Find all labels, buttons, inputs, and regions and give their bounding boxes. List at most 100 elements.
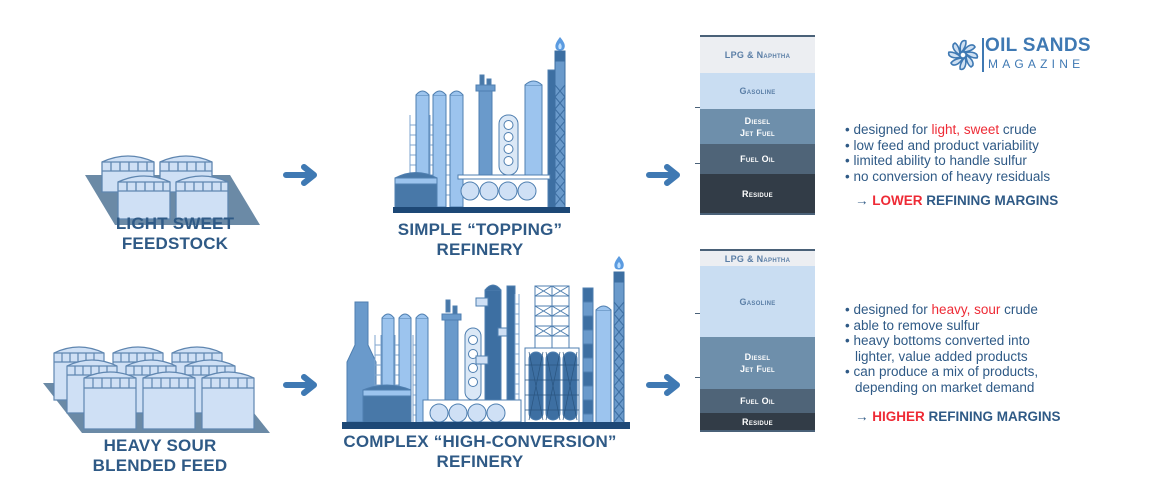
product-band-fuel-oil: Fuel Oil xyxy=(700,389,815,413)
storage-tanks-9-icon xyxy=(43,346,270,433)
product-band-label-line: LPG & Naphtha xyxy=(724,50,791,60)
refinery-label-line: REFINERY xyxy=(436,240,524,259)
product-band-label-line: Diesel xyxy=(744,115,771,126)
logo-divider xyxy=(982,38,984,72)
feature-text: low feed and product variability xyxy=(853,137,1039,153)
feature-text: can produce a mix of products, xyxy=(853,364,1039,379)
product-band-lpg-naphtha: LPG & Naphtha xyxy=(700,251,815,266)
right-arrow-icon xyxy=(283,374,317,396)
refinery-label-line: REFINERY xyxy=(436,452,524,471)
bullet-dot-icon: • xyxy=(845,168,854,184)
right-arrow-icon xyxy=(646,164,680,186)
bullet-dot-icon: • xyxy=(845,317,854,333)
product-band-label: Gasoline xyxy=(739,296,775,308)
product-band-label-line: Jet Fuel xyxy=(739,127,776,138)
right-arrow-icon xyxy=(646,374,680,396)
bullet-dot-icon: • xyxy=(845,137,854,153)
feature-highlight: light, sweet xyxy=(931,122,1000,137)
product-band-label-line: Residue xyxy=(742,188,773,199)
scale-tick xyxy=(695,107,700,108)
feature-item: • can produce a mix of products, xyxy=(845,364,1038,380)
product-band-lpg-naphtha: LPG & Naphtha xyxy=(700,37,815,73)
storage-tanks-4-icon xyxy=(85,155,260,225)
product-band-label-line: Residue xyxy=(742,416,773,427)
feature-text-continued: depending on market demand xyxy=(855,379,1035,395)
feature-text: crude xyxy=(999,122,1037,137)
feature-text: crude xyxy=(1000,302,1038,317)
product-band-label: Gasoline xyxy=(739,85,775,97)
feature-text: heavy bottoms converted into xyxy=(853,333,1030,348)
product-band-label: LPG & Naphtha xyxy=(725,253,790,265)
product-band-label: Fuel Oil xyxy=(740,395,775,407)
refinery-label: SIMPLE “TOPPING” REFINERY xyxy=(370,220,590,260)
feature-text-continued: lighter, value added products xyxy=(855,348,1028,364)
feature-highlight: heavy, sour xyxy=(931,302,1001,317)
bullet-dot-icon: • xyxy=(845,122,854,137)
product-band-label-line: Gasoline xyxy=(739,86,776,96)
product-band-label: Residue xyxy=(742,416,773,428)
feature-item: • heavy bottoms converted into xyxy=(845,333,1038,349)
refinery-label-line: SIMPLE “TOPPING” xyxy=(397,220,563,239)
feed-label-line: LIGHT SWEET xyxy=(115,214,235,233)
feature-list: • designed for heavy, sour crude• able t… xyxy=(845,302,1038,395)
product-band-label-line: Diesel xyxy=(744,352,771,362)
feature-item: • no conversion of heavy residuals xyxy=(845,169,1050,185)
bullet-dot-icon: • xyxy=(845,333,854,348)
feature-text: designed for xyxy=(853,302,932,317)
product-band-gasoline: Gasoline xyxy=(700,266,815,337)
feature-item: • able to remove sulfur xyxy=(845,318,1038,334)
feed-label: LIGHT SWEET FEEDSTOCK xyxy=(80,214,270,254)
arrow-glyph: → xyxy=(855,409,869,424)
logo-subtitle: MAGAZINE xyxy=(988,57,1085,71)
feature-item: • designed for heavy, sour crude xyxy=(845,302,1038,318)
right-arrow-icon xyxy=(283,164,317,186)
product-band-label-line: Gasoline xyxy=(739,296,776,307)
margin-highlight: LOWER xyxy=(872,193,923,208)
feature-item: • designed for light, sweet crude xyxy=(845,122,1050,138)
feature-text: designed for xyxy=(853,122,932,137)
pinwheel-logo-icon xyxy=(946,38,980,72)
feed-label-line: HEAVY SOUR xyxy=(103,436,217,455)
product-band-label-line: Fuel Oil xyxy=(740,154,775,164)
margin-summary: → HIGHER REFINING MARGINS xyxy=(855,409,1061,424)
product-band-residue: Residue xyxy=(700,174,815,213)
feature-item: • limited ability to handle sulfur xyxy=(845,153,1050,169)
margin-text: REFINING MARGINS xyxy=(922,193,1059,208)
product-band-label: LPG & Naphtha xyxy=(725,49,790,61)
feed-label-line: FEEDSTOCK xyxy=(121,234,229,253)
simple-refinery-icon xyxy=(393,37,570,213)
feature-text: limited ability to handle sulfur xyxy=(853,153,1027,168)
scale-tick xyxy=(695,163,700,164)
bullet-dot-icon: • xyxy=(845,364,854,379)
feed-label: HEAVY SOUR BLENDED FEED xyxy=(60,436,260,476)
product-band-fuel-oil: Fuel Oil xyxy=(700,144,815,174)
feature-list: • designed for light, sweet crude• low f… xyxy=(845,122,1050,184)
product-band-gasoline: Gasoline xyxy=(700,73,815,109)
logo-title: OIL SANDS xyxy=(985,35,1091,56)
product-band-label: Fuel Oil xyxy=(740,153,775,165)
margin-text: REFINING MARGINS xyxy=(924,409,1061,424)
scale-tick xyxy=(695,377,700,378)
product-band-label-line: LPG & Naphtha xyxy=(724,253,791,264)
feature-text: able to remove sulfur xyxy=(853,317,980,333)
bullet-dot-icon: • xyxy=(845,153,854,168)
margin-highlight: HIGHER xyxy=(872,409,925,424)
feature-text: no conversion of heavy residuals xyxy=(853,168,1051,184)
feature-item: • low feed and product variability xyxy=(845,138,1050,154)
refinery-label-line: COMPLEX “HIGH-CONVERSION” xyxy=(343,432,617,451)
product-band-label-line: Fuel Oil xyxy=(740,396,775,406)
product-band-label-line: Jet Fuel xyxy=(739,364,776,374)
margin-summary: → LOWER REFINING MARGINS xyxy=(855,193,1058,208)
scale-tick xyxy=(695,313,700,314)
feed-label-line: BLENDED FEED xyxy=(92,456,228,475)
arrow-glyph: → xyxy=(855,193,869,208)
product-band-label: Residue xyxy=(742,188,773,200)
product-band-residue: Residue xyxy=(700,413,815,430)
refinery-label: COMPLEX “HIGH-CONVERSION” REFINERY xyxy=(330,432,630,472)
